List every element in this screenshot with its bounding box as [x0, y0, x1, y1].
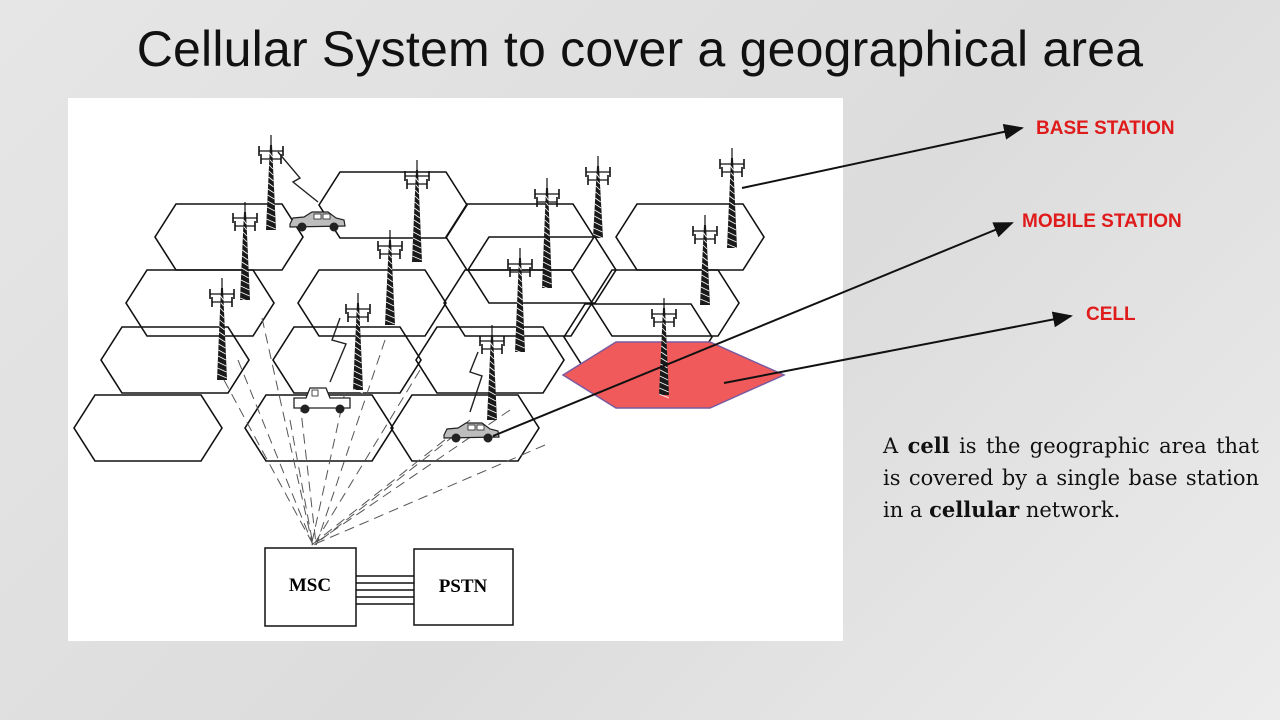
base-station-tower-icon [693, 215, 717, 305]
radio-links [278, 152, 482, 412]
definition-part3: network. [1019, 498, 1120, 522]
slide-title: Cellular System to cover a geographical … [0, 20, 1280, 78]
definition-cellular-word: cellular [929, 497, 1019, 522]
cell-hexagon [616, 204, 764, 270]
mobile-station-label: MOBILE STATION [1022, 211, 1182, 233]
base-stations [210, 135, 744, 420]
cellular-network-diagram: MSC PSTN [68, 98, 843, 641]
cell-hexagon [319, 172, 467, 238]
base-station-tower-icon [480, 325, 504, 420]
cell-label: CELL [1086, 304, 1136, 326]
cell-hexagon [126, 270, 274, 336]
cell-hexagon [74, 395, 222, 461]
base-station-tower-icon [586, 156, 610, 238]
definition-part1: A [883, 434, 908, 458]
base-station-tower-icon [233, 202, 257, 302]
definition-cell-word: cell [908, 433, 950, 458]
base-station-tower-icon [259, 135, 283, 230]
radio-link-icon [278, 152, 318, 202]
base-station-tower-icon [405, 160, 429, 262]
base-station-tower-icon [210, 278, 234, 380]
signal-path-line [313, 445, 545, 545]
base-station-tower-icon [535, 178, 559, 290]
cell-hexagon [155, 204, 303, 270]
pickup-truck-icon [294, 388, 350, 414]
car-icon [290, 212, 345, 232]
pstn-label: PSTN [439, 576, 488, 597]
signal-path-line [312, 420, 470, 545]
cell-definition-text: A cell is the geographic area that is co… [883, 430, 1259, 526]
msc-label: MSC [289, 575, 331, 596]
cell-hexagon [273, 327, 421, 393]
signal-path-line [290, 420, 313, 545]
highlighted-cell [563, 342, 784, 408]
cellular-diagram-panel: MSC PSTN [68, 98, 843, 641]
base-station-tower-icon [508, 248, 532, 354]
cell-hexagon [101, 327, 249, 393]
signal-path-line [314, 435, 455, 545]
base-station-tower-icon [346, 293, 370, 393]
radio-link-icon [470, 352, 482, 412]
base-station-tower-icon [720, 148, 744, 248]
trunk-lines [356, 576, 414, 604]
cell-hexagon [298, 270, 446, 336]
signal-path-line [262, 318, 313, 545]
signal-path-line [238, 360, 313, 545]
car-icon [444, 423, 499, 443]
base-station-tower-icon [378, 230, 402, 325]
base-station-label: BASE STATION [1036, 118, 1175, 140]
